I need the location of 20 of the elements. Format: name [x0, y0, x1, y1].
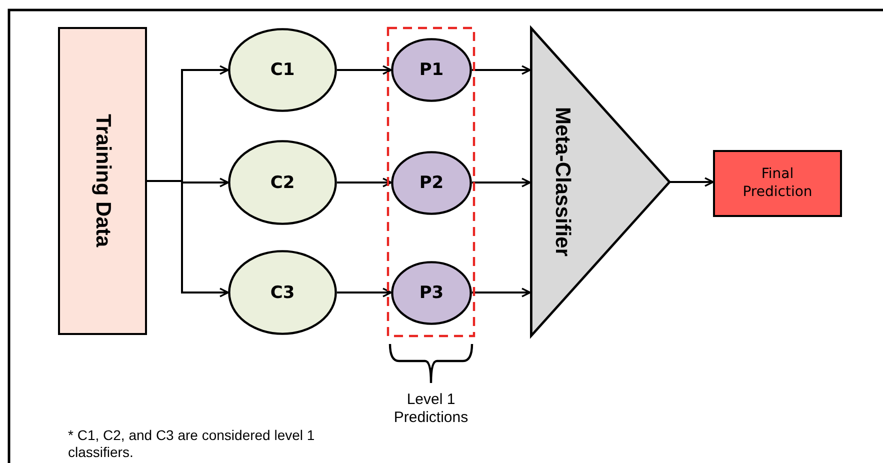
node-label: C1: [270, 60, 295, 80]
data-box: [58, 27, 147, 335]
node-label: Meta-Classifier: [550, 107, 574, 257]
box-label: Training Data: [90, 114, 114, 248]
arrow: [472, 288, 531, 298]
arrow: [670, 177, 714, 187]
footnote: * C1, C2, and C3 are considered level 1 classifiers.: [68, 427, 316, 461]
arrow: [337, 65, 392, 75]
arrow: [337, 178, 392, 188]
node-label: C2: [270, 172, 295, 192]
group-label: Level 1 Predictions: [392, 391, 470, 427]
node-label: P2: [419, 172, 444, 192]
arrow: [472, 178, 531, 188]
box-label: Final Prediction: [742, 166, 814, 201]
output-box: [713, 150, 842, 217]
arrow: [472, 65, 531, 75]
node-label: P3: [419, 282, 444, 302]
node-label: C3: [270, 282, 295, 302]
node-label: P1: [419, 60, 444, 80]
arrow: [337, 288, 392, 298]
